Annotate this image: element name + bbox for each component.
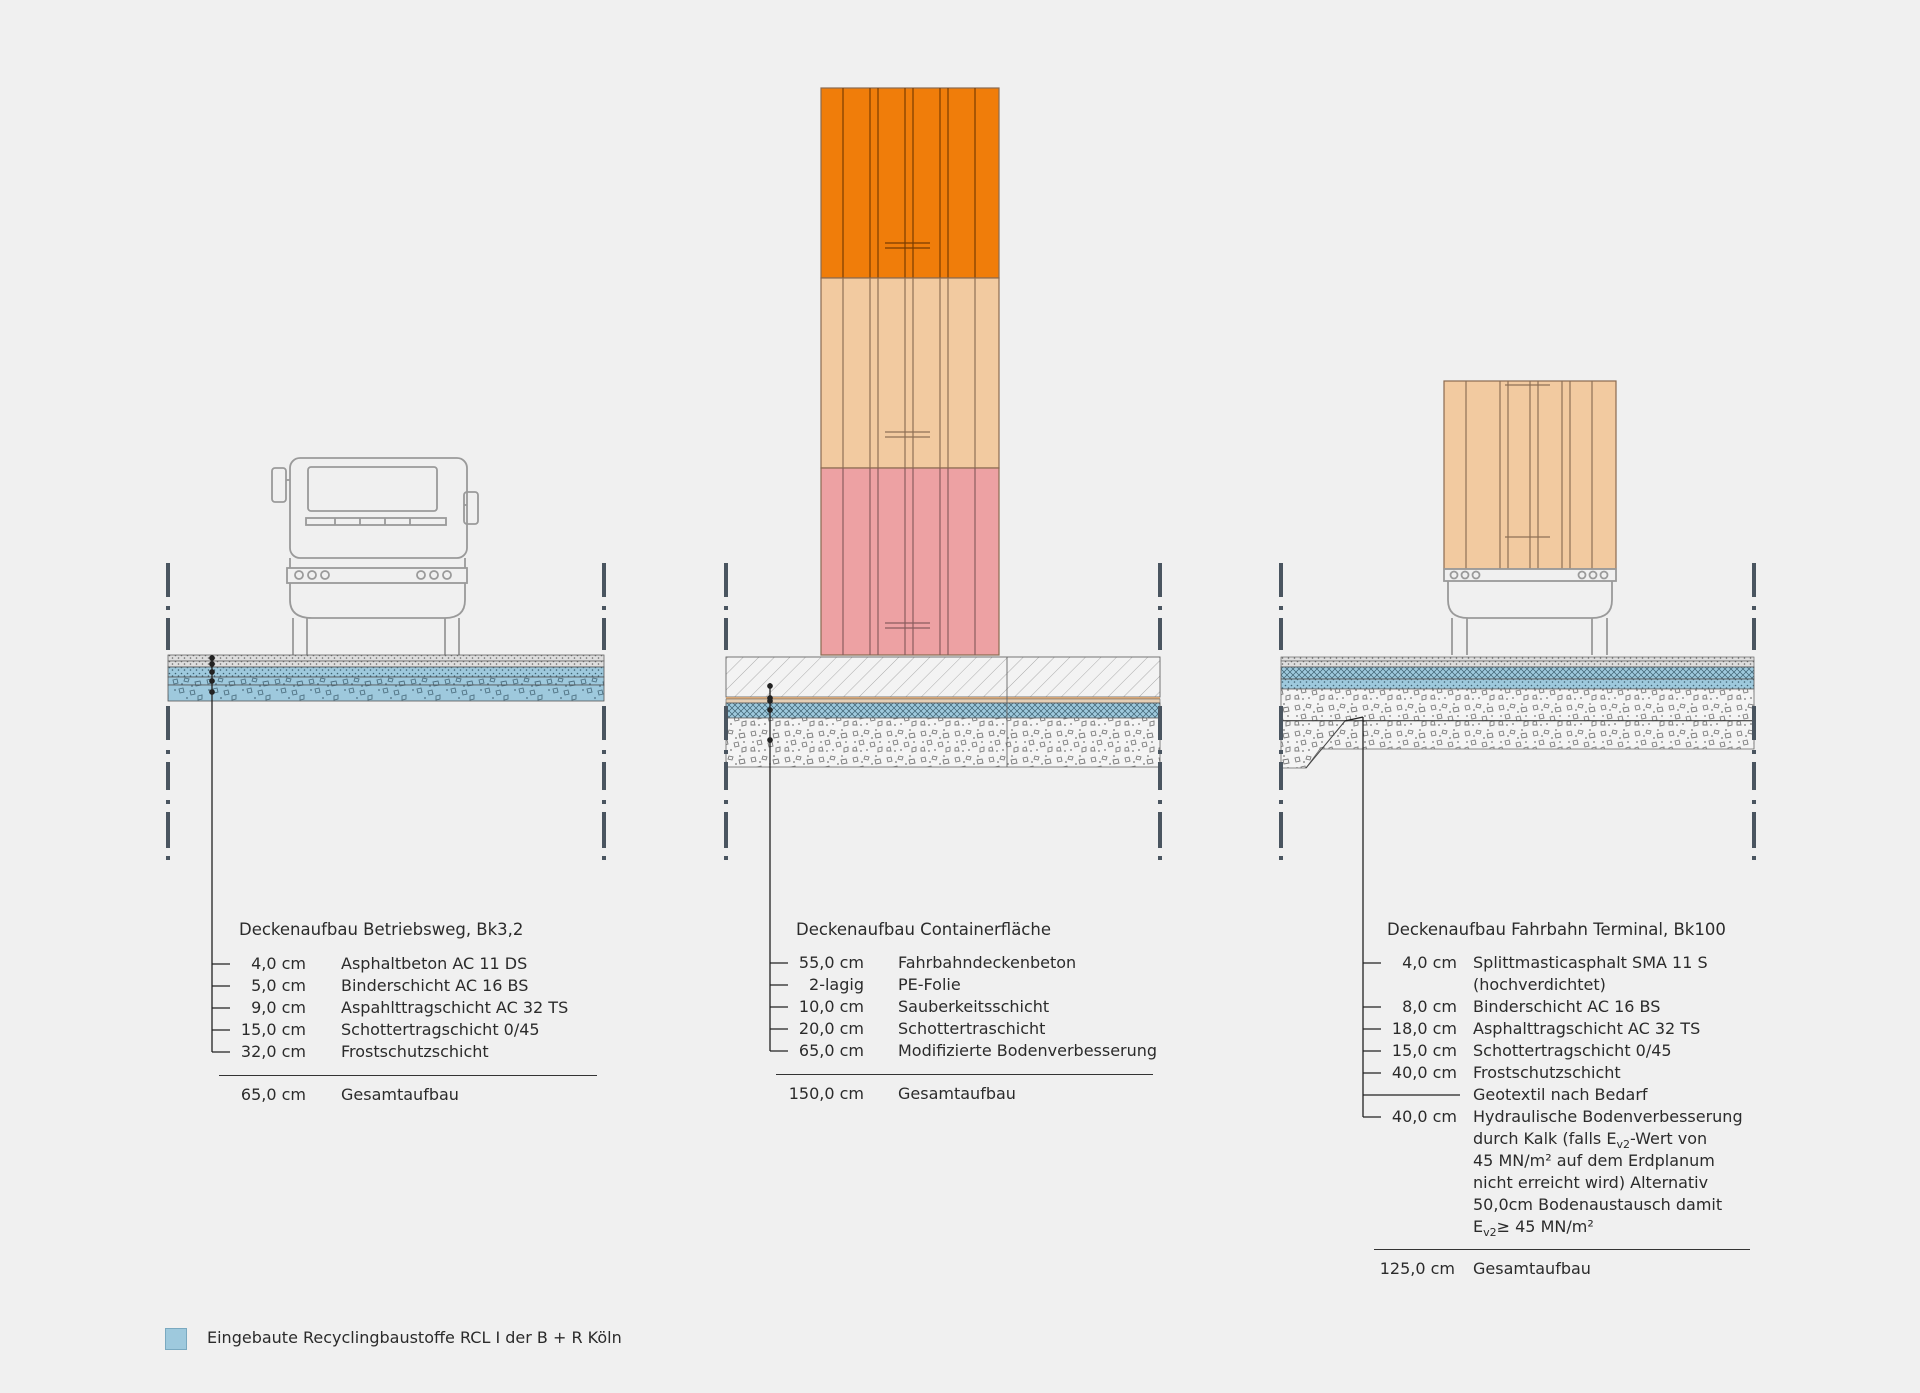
pe-folie-layer [726,697,1160,699]
s1-layer-3-name: Aspahlttragschicht AC 32 TS [341,998,569,1017]
s1-total-thickness: 65,0 cm [240,1085,306,1104]
leader-dot [767,737,773,743]
s1-layer-4-thickness: 15,0 cm [240,1020,306,1039]
binderschicht-layer-3 [1280,660,1755,668]
container-bottom [820,467,1000,656]
container-middle [820,277,1000,469]
s2-layer-1-name: Fahrbahndeckenbeton [898,953,1077,972]
s3-layer-4-thickness: 15,0 cm [1391,1041,1457,1060]
sma-layer [1280,656,1755,662]
s2-layer-5-thickness: 65,0 cm [798,1041,864,1060]
s3-layer-4-name: Schottertragschicht 0/45 [1473,1041,1672,1060]
s3-layer-2-thickness: 8,0 cm [1402,997,1457,1016]
section-2-stacked-containers-icon [820,87,1000,656]
section-2-title: Deckenaufbau Containerfläche [796,920,1051,939]
section-1-title: Deckenaufbau Betriebsweg, Bk3,2 [239,920,524,939]
s3-layer-7-name: Hydraulische Bodenverbesserung [1473,1107,1743,1126]
s2-layer-1-thickness: 55,0 cm [798,953,864,972]
s3-total-thickness: 125,0 cm [1379,1259,1455,1278]
section-3-title: Deckenaufbau Fahrbahn Terminal, Bk100 [1387,920,1726,939]
section-2-layers [725,656,1161,768]
leader-dot [209,669,215,675]
s3-layer-7-extra-4: 50,0cm Bodenaustausch damit [1473,1195,1723,1214]
s2-layer-4-name: Schottertraschicht [898,1019,1046,1038]
s2-layer-2-name: PE-Folie [898,975,961,994]
s2-total-thickness: 150,0 cm [788,1084,864,1103]
s2-layer-2-thickness: 2-lagig [809,975,864,994]
bodenverbesserung-layer [725,717,1161,768]
s1-total-name: Gesamtaufbau [341,1085,459,1104]
section-3-layers [1280,656,1755,769]
leader-dot [767,698,773,704]
s2-total-name: Gesamtaufbau [898,1084,1016,1103]
section-1-truck-front-icon [271,457,479,655]
s3-layer-7-thickness: 40,0 cm [1391,1107,1457,1126]
frostschutzschicht-layer [167,684,605,702]
s1-layer-5-thickness: 32,0 cm [240,1042,306,1061]
schottertragschicht-layer-3 [1280,678,1755,690]
s3-layer-7-extra-3: nicht erreicht wird) Alternativ [1473,1173,1709,1192]
s3-layer-2-name: Binderschicht AC 16 BS [1473,997,1661,1016]
boundary-markers [166,563,1756,860]
sauberkeitsschicht-layer [725,698,1161,704]
s2-layer-3-name: Sauberkeitsschicht [898,997,1050,1016]
leader-dot [209,655,215,661]
s2-layer-4-thickness: 20,0 cm [798,1019,864,1038]
leader-dot [209,678,215,684]
asphalttragschicht-layer-3 [1280,666,1755,680]
s1-layer-1-name: Asphaltbeton AC 11 DS [341,954,528,973]
leader-dot [767,707,773,713]
s3-layer-1-thickness: 4,0 cm [1402,953,1457,972]
container-top [820,87,1000,279]
s1-total-rule [219,1075,597,1076]
leader-dot [209,689,215,695]
s1-layer-2-name: Binderschicht AC 16 BS [341,976,529,995]
s3-layer-1-name: Splittmasticasphalt SMA 11 S [1473,953,1708,972]
s3-layer-6-name: Geotextil nach Bedarf [1473,1085,1648,1104]
s1-layer-5-name: Frostschutzschicht [341,1042,489,1061]
s3-layer-3-thickness: 18,0 cm [1391,1019,1457,1038]
frostschutzschicht-layer-3 [1280,688,1755,722]
asphalttragschicht-layer [167,666,605,678]
section-1-layers [167,654,605,702]
s1-layer-3-thickness: 9,0 cm [251,998,306,1017]
recycling-swatch [165,1328,187,1350]
s3-layer-3-name: Asphalttragschicht AC 32 TS [1473,1019,1701,1038]
legend-label: Eingebaute Recyclingbaustoffe RCL I der … [207,1328,622,1347]
s1-layer-1-thickness: 4,0 cm [251,954,306,973]
binderschicht-layer [167,660,605,668]
s2-total-rule [776,1074,1153,1075]
s3-layer-5-thickness: 40,0 cm [1391,1063,1457,1082]
s3-layer-5-name: Frostschutzschicht [1473,1063,1621,1082]
s2-layer-3-thickness: 10,0 cm [798,997,864,1016]
leader-dot [209,661,215,667]
s3-total-name: Gesamtaufbau [1473,1259,1591,1278]
fahrbahndeckenbeton-layer [725,656,1161,698]
s2-layer-5-name: Modifizierte Bodenverbesserung [898,1041,1158,1060]
s1-layer-2-thickness: 5,0 cm [251,976,306,995]
schottertragschicht-layer [167,676,605,686]
schottertraschicht-layer [725,702,1161,719]
s3-layer-7-extra-2: 45 MN/m² auf dem Erdplanum [1473,1151,1715,1170]
s1-layer-4-name: Schottertragschicht 0/45 [341,1020,540,1039]
bodenverbesserung-layer-3 [1280,720,1755,769]
s3-layer-1-extra: (hochverdichtet) [1473,975,1606,994]
asphaltbeton-layer [167,654,605,662]
leader-lines [209,655,1460,1118]
section-3-container-truck-icon [1443,380,1617,655]
leader-kink-3 [1344,716,1364,722]
s3-total-rule [1374,1249,1750,1250]
s3-layer-7-extra-5: Ev2≥ 45 MN/m² [1473,1217,1594,1240]
leader-dot [767,683,773,689]
s3-layer-7-extra-1: durch Kalk (falls Ev2-Wert von [1473,1129,1708,1152]
